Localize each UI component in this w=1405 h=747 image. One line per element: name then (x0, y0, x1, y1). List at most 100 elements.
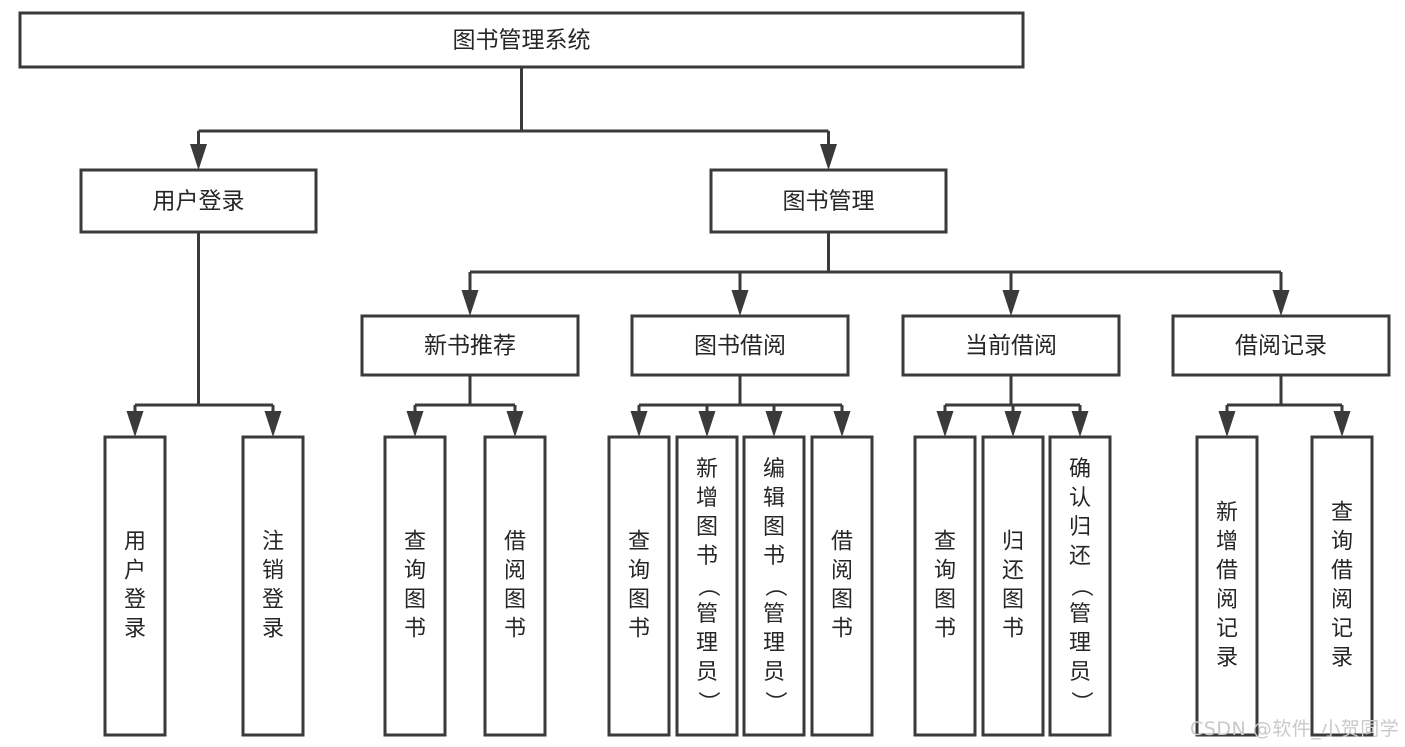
node-box-leaf-borrow-book[interactable] (810, 435, 874, 737)
svg-text:登: 登 (124, 588, 146, 613)
connector-group (406, 375, 524, 437)
node-box-leaf-add-book[interactable] (675, 435, 739, 737)
svg-text:图: 图 (763, 515, 785, 540)
node-root[interactable]: 图书管理系统 (18, 11, 1025, 69)
node-label-book-manage: 图书管理 (783, 189, 875, 215)
arrow-head (820, 144, 837, 170)
node-box-root[interactable] (18, 11, 1025, 69)
svg-text:归: 归 (1002, 530, 1024, 555)
node-box-leaf-logout[interactable] (241, 435, 305, 737)
node-box-book-borrow[interactable] (630, 314, 850, 377)
svg-text:）: ） (762, 691, 787, 713)
arrow-head (1002, 290, 1020, 316)
node-book-manage[interactable]: 图书管理 (709, 168, 948, 234)
arrow-head (731, 290, 749, 316)
node-box-leaf-query-record[interactable] (1310, 435, 1374, 737)
arrow-head (936, 411, 954, 437)
arrow-head (264, 411, 282, 437)
node-box-borrow-record[interactable] (1171, 314, 1391, 377)
svg-text:注: 注 (262, 530, 284, 555)
svg-text:编: 编 (763, 457, 785, 482)
node-box-leaf-borrow-book-rec[interactable] (483, 435, 547, 737)
node-box-leaf-return-book[interactable] (981, 435, 1045, 737)
node-borrow-record[interactable]: 借阅记录 (1171, 314, 1391, 377)
arrow-head (1071, 411, 1089, 437)
svg-text:查: 查 (628, 530, 650, 555)
node-box-user-login[interactable] (79, 168, 318, 234)
svg-text:阅: 阅 (504, 559, 526, 584)
svg-text:员: 员 (696, 660, 718, 685)
svg-text:书: 书 (628, 617, 650, 642)
node-box-leaf-edit-book[interactable] (742, 435, 806, 737)
node-label-root: 图书管理系统 (453, 28, 591, 54)
node-box-leaf-user-login[interactable] (103, 435, 167, 737)
node-box-leaf-query-book-cur[interactable] (913, 435, 977, 737)
arrow-head (698, 411, 716, 437)
svg-text:增: 增 (696, 486, 718, 511)
svg-text:图: 图 (1002, 588, 1024, 613)
node-book-borrow[interactable]: 图书借阅 (630, 314, 850, 377)
node-box-leaf-query-book-borrow[interactable] (607, 435, 671, 737)
svg-text:图: 图 (404, 588, 426, 613)
svg-text:书: 书 (1002, 617, 1024, 642)
node-label-user-login: 用户登录 (153, 189, 245, 215)
node-box-new-book-rec[interactable] (360, 314, 580, 377)
svg-text:新: 新 (1216, 501, 1238, 526)
node-user-login[interactable]: 用户登录 (79, 168, 318, 234)
node-label-current-borrow: 当前借阅 (965, 333, 1057, 359)
svg-text:管: 管 (1069, 602, 1091, 627)
arrow-head (630, 411, 648, 437)
node-label-new-book-rec: 新书推荐 (424, 333, 516, 359)
svg-text:录: 录 (1331, 646, 1353, 671)
node-box-current-borrow[interactable] (901, 314, 1121, 377)
node-leaf-user-login[interactable]: 用户登录 (103, 435, 167, 737)
node-label-borrow-record: 借阅记录 (1235, 333, 1327, 359)
node-box-leaf-add-record[interactable] (1195, 435, 1259, 737)
arrow-head (506, 411, 524, 437)
arrow-head (406, 411, 424, 437)
svg-text:图: 图 (628, 588, 650, 613)
arrow-head (1218, 411, 1236, 437)
node-box-leaf-query-book-rec[interactable] (383, 435, 447, 737)
arrow-head (833, 411, 851, 437)
node-box-leaf-confirm-return[interactable] (1048, 435, 1112, 737)
node-current-borrow[interactable]: 当前借阅 (901, 314, 1121, 377)
svg-text:还: 还 (1002, 559, 1024, 584)
svg-text:查: 查 (934, 530, 956, 555)
svg-text:登: 登 (262, 588, 284, 613)
node-box-book-manage[interactable] (709, 168, 948, 234)
node-label-leaf-user-login: 用户登录 (124, 530, 146, 642)
svg-text:图: 图 (831, 588, 853, 613)
svg-text:管: 管 (763, 602, 785, 627)
connector-group (190, 67, 837, 170)
svg-text:书: 书 (504, 617, 526, 642)
svg-text:归: 归 (1069, 515, 1091, 540)
connector-group (461, 232, 1290, 316)
node-new-book-rec[interactable]: 新书推荐 (360, 314, 580, 377)
svg-text:图: 图 (504, 588, 526, 613)
svg-text:询: 询 (628, 559, 650, 584)
svg-text:理: 理 (763, 631, 785, 656)
svg-text:图: 图 (696, 515, 718, 540)
svg-text:阅: 阅 (1331, 588, 1353, 613)
